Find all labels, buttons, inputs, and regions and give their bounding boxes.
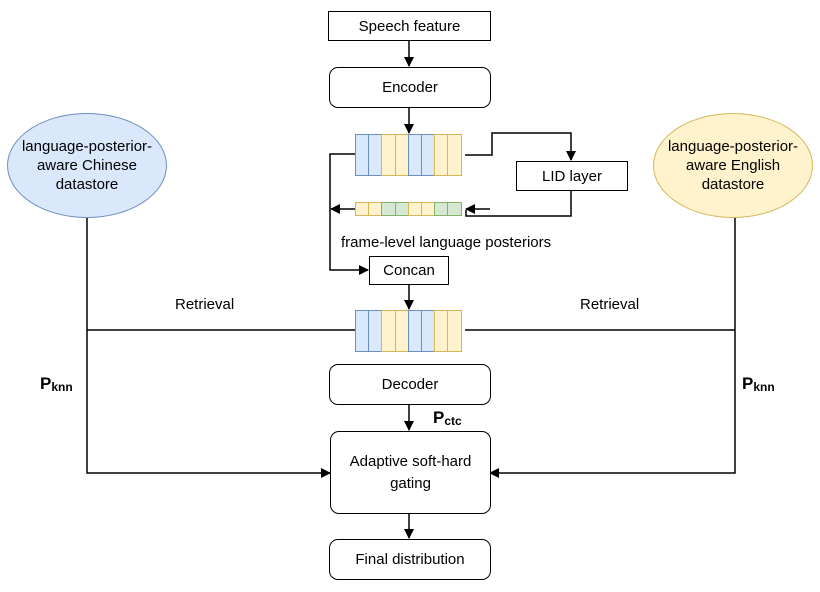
english-datastore-ellipse: language-posterior-aware English datasto… bbox=[653, 113, 813, 218]
p-knn-right-label: Pknn bbox=[742, 374, 775, 394]
arrow-lid-to-posteriors bbox=[465, 191, 572, 217]
sequence-cell-green bbox=[447, 202, 462, 216]
final-distribution-label: Final distribution bbox=[355, 551, 465, 568]
language-posterior-sequence bbox=[355, 202, 462, 216]
concat-box: Concan bbox=[369, 256, 449, 285]
concat-output-sequence bbox=[355, 310, 462, 352]
decoder-box: Decoder bbox=[329, 364, 491, 405]
sequence-cell-yellow bbox=[447, 134, 462, 176]
retrieval-left-label: Retrieval bbox=[175, 296, 235, 313]
lid-layer-box: LID layer bbox=[516, 161, 628, 191]
speech-feature-box: Speech feature bbox=[328, 11, 491, 41]
frame-posteriors-label: frame-level language posteriors bbox=[341, 234, 552, 251]
encoder-label: Encoder bbox=[382, 79, 438, 96]
retrieval-right-label: Retrieval bbox=[580, 296, 640, 313]
encoder-output-sequence bbox=[355, 134, 462, 176]
encoder-box: Encoder bbox=[329, 67, 491, 108]
p-ctc-label: Pctc bbox=[433, 408, 462, 428]
lid-layer-label: LID layer bbox=[541, 167, 603, 185]
decoder-label: Decoder bbox=[381, 376, 439, 393]
final-distribution-box: Final distribution bbox=[329, 539, 491, 580]
concat-label: Concan bbox=[383, 262, 435, 279]
chinese-datastore-ellipse: language-posterior-aware Chinese datasto… bbox=[7, 113, 167, 218]
arrow-output-to-lid bbox=[465, 132, 576, 161]
gating-box: Adaptive soft-hard gating bbox=[330, 431, 491, 514]
p-knn-left-label: Pknn bbox=[40, 374, 73, 394]
english-datastore-label: language-posterior-aware English datasto… bbox=[667, 138, 799, 193]
chinese-datastore-label: language-posterior-aware Chinese datasto… bbox=[21, 138, 153, 193]
gating-label: Adaptive soft-hard gating bbox=[349, 452, 472, 492]
sequence-cell-yellow bbox=[447, 310, 462, 352]
arrow-zh-to-gating bbox=[86, 217, 331, 478]
arrow-en-to-gating bbox=[489, 217, 736, 478]
speech-feature-label: Speech feature bbox=[358, 17, 461, 35]
